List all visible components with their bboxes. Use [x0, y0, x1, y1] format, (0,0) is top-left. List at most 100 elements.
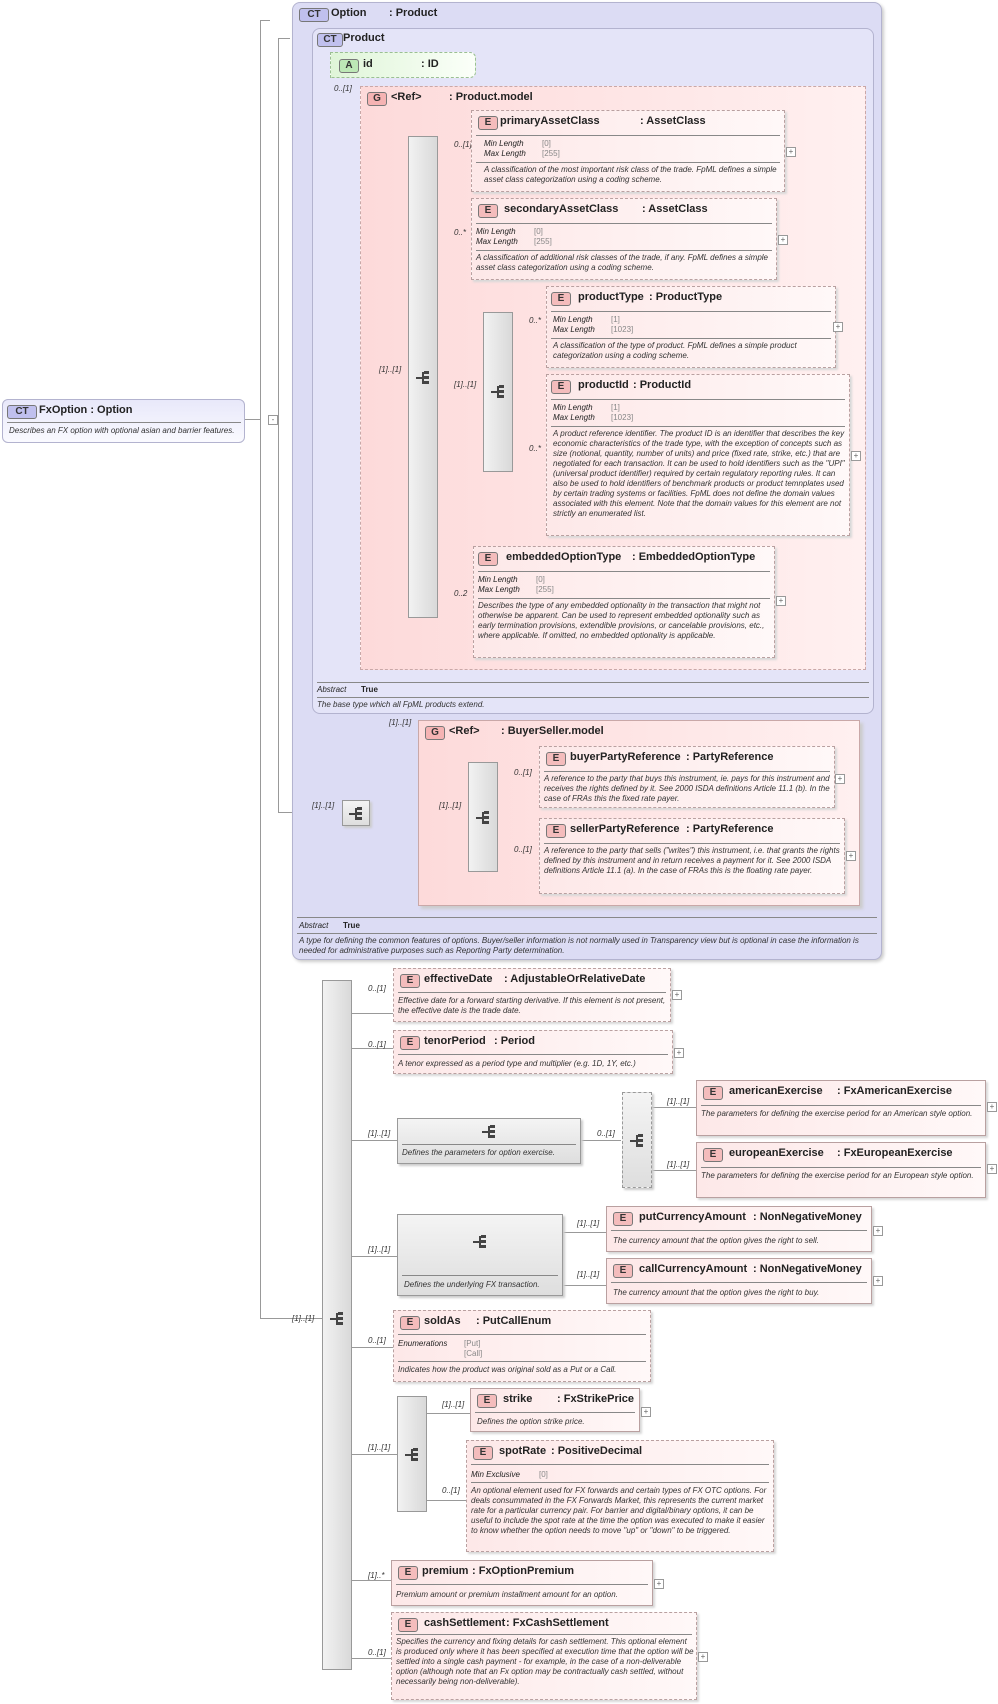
- facet-label: Min Length: [553, 403, 593, 412]
- attribute-type: : ID: [421, 58, 439, 70]
- element-name: strike: [503, 1393, 533, 1405]
- element-name: tenorPeriod: [424, 1035, 486, 1047]
- element-type: : NonNegativeMoney: [753, 1263, 862, 1275]
- facet-value: [0]: [534, 227, 543, 236]
- element-doc: Describes the type of any embedded optio…: [478, 601, 765, 640]
- americanexercise-element[interactable]: E americanExercise : FxAmericanExercise …: [696, 1080, 986, 1136]
- fx-transaction-sequence[interactable]: Defines the underlying FX transaction.: [397, 1214, 563, 1296]
- productid-element[interactable]: E productId : ProductId Min Length [1] M…: [546, 374, 850, 536]
- element-icon: E: [613, 1264, 633, 1278]
- expand-icon[interactable]: +: [835, 774, 845, 784]
- facet-value: [1023]: [611, 413, 634, 422]
- cardinality: 0..[1]: [368, 1336, 386, 1345]
- expand-icon[interactable]: +: [833, 322, 843, 332]
- cardinality: [1]..[1]: [439, 801, 462, 810]
- connector: [351, 1580, 391, 1581]
- id-attribute[interactable]: A id : ID: [330, 52, 476, 78]
- secondaryassetclass-element[interactable]: E secondaryAssetClass : AssetClass Min L…: [471, 198, 777, 280]
- facet-value: [255]: [534, 237, 552, 246]
- callcurrencyamount-element[interactable]: E callCurrencyAmount : NonNegativeMoney …: [606, 1258, 872, 1304]
- primaryassetclass-element[interactable]: E primaryAssetClass : AssetClass Min Len…: [471, 110, 785, 192]
- sequence-compositor[interactable]: [342, 800, 370, 826]
- expand-icon[interactable]: +: [873, 1226, 883, 1236]
- choice-compositor[interactable]: [483, 312, 513, 472]
- sequence-compositor[interactable]: [468, 762, 498, 872]
- expand-icon[interactable]: +: [641, 1407, 651, 1417]
- cardinality: 0..2: [454, 589, 468, 598]
- choice-compositor[interactable]: [622, 1092, 652, 1188]
- tenorperiod-element[interactable]: E tenorPeriod : Period A tenor expressed…: [393, 1030, 673, 1074]
- cardinality: [1]..[1]: [442, 1400, 465, 1409]
- group-icon: G: [425, 726, 445, 740]
- element-name: cashSettlement: [424, 1617, 506, 1629]
- expand-icon[interactable]: +: [778, 235, 788, 245]
- expand-icon[interactable]: +: [698, 1652, 708, 1662]
- sequence-compositor[interactable]: [397, 1396, 427, 1512]
- premium-element[interactable]: E premium : FxOptionPremium Premium amou…: [391, 1560, 653, 1606]
- element-doc: Indicates how the product was original s…: [398, 1365, 617, 1374]
- producttype-element[interactable]: E productType : ProductType Min Length […: [546, 286, 836, 368]
- group-icon: G: [367, 92, 387, 106]
- cardinality: [1]..[1]: [312, 801, 335, 810]
- expand-icon[interactable]: +: [873, 1276, 883, 1286]
- effectivedate-element[interactable]: E effectiveDate : AdjustableOrRelativeDa…: [393, 968, 671, 1022]
- element-name: europeanExercise: [729, 1147, 824, 1159]
- sequence-icon: [473, 1235, 489, 1249]
- sellerpartyreference-element[interactable]: E sellerPartyReference : PartyReference …: [539, 818, 845, 894]
- fxoption-complex-type[interactable]: CT FxOption : Option Describes an FX opt…: [2, 399, 245, 443]
- cardinality: [1]..[1]: [389, 718, 412, 727]
- element-doc: The currency amount that the option give…: [613, 1288, 820, 1297]
- expand-icon[interactable]: -: [268, 415, 278, 425]
- element-icon: E: [398, 1618, 418, 1632]
- sequence-compositor[interactable]: [322, 980, 352, 1670]
- expand-icon[interactable]: +: [674, 1048, 684, 1058]
- choice-icon: [491, 385, 507, 399]
- element-name: spotRate: [499, 1445, 547, 1457]
- buyerpartyreference-element[interactable]: E buyerPartyReference : PartyReference A…: [539, 746, 835, 808]
- attribute-name: id: [363, 58, 373, 70]
- element-doc: A classification of additional risk clas…: [476, 253, 768, 272]
- sequence-icon: [405, 1448, 421, 1462]
- facet-value: [1]: [611, 315, 620, 324]
- element-type: : AssetClass: [642, 203, 708, 215]
- expand-icon[interactable]: +: [672, 990, 682, 1000]
- expand-icon[interactable]: +: [846, 851, 856, 861]
- expand-icon[interactable]: +: [776, 596, 786, 606]
- product-title: Product: [343, 32, 385, 44]
- putcurrencyamount-element[interactable]: E putCurrencyAmount : NonNegativeMoney T…: [606, 1206, 872, 1252]
- expand-icon[interactable]: +: [987, 1102, 997, 1112]
- cardinality: 0..[1]: [334, 84, 352, 93]
- facet-value: [0]: [536, 575, 545, 584]
- expand-icon[interactable]: +: [786, 147, 796, 157]
- group-ref: <Ref>: [391, 91, 422, 103]
- spotrate-element[interactable]: E spotRate : PositiveDecimal Min Exclusi…: [466, 1440, 774, 1552]
- element-doc: A product reference identifier. The prod…: [553, 429, 845, 518]
- strike-element[interactable]: E strike : FxStrikePrice Defines the opt…: [470, 1388, 640, 1432]
- connector: [278, 38, 290, 39]
- cardinality: [1]..[1]: [368, 1245, 391, 1254]
- connector: [245, 419, 260, 420]
- expand-icon[interactable]: +: [987, 1164, 997, 1174]
- sequence-doc: Defines the underlying FX transaction.: [404, 1280, 540, 1289]
- cardinality: 0..[1]: [442, 1486, 460, 1495]
- element-name: embeddedOptionType: [506, 551, 622, 563]
- cardinality: 0..[1]: [368, 1648, 386, 1657]
- element-icon: E: [400, 1316, 420, 1330]
- expand-icon[interactable]: +: [851, 451, 861, 461]
- attribute-icon: A: [339, 59, 359, 73]
- soldas-element[interactable]: E soldAs : PutCallEnum Enumerations [Put…: [393, 1310, 651, 1382]
- group-type: : Product.model: [449, 91, 533, 103]
- facet-label: Min Length: [478, 575, 518, 584]
- complex-type-icon: CT: [299, 8, 329, 22]
- cashsettlement-element[interactable]: E cashSettlement : FxCashSettlement Spec…: [391, 1612, 697, 1700]
- facet-label: Max Length: [553, 413, 595, 422]
- sequence-icon: [476, 811, 492, 825]
- facet-label: Min Length: [484, 139, 524, 148]
- cardinality: 0..*: [529, 316, 542, 325]
- expand-icon[interactable]: +: [654, 1579, 664, 1589]
- europeanexercise-element[interactable]: E europeanExercise : FxEuropeanExercise …: [696, 1142, 986, 1198]
- embeddedoptiontype-element[interactable]: E embeddedOptionType : EmbeddedOptionTyp…: [473, 546, 775, 658]
- exercise-sequence[interactable]: Defines the parameters for option exerci…: [397, 1118, 581, 1164]
- sequence-icon: [416, 371, 432, 385]
- sequence-compositor[interactable]: [408, 136, 438, 618]
